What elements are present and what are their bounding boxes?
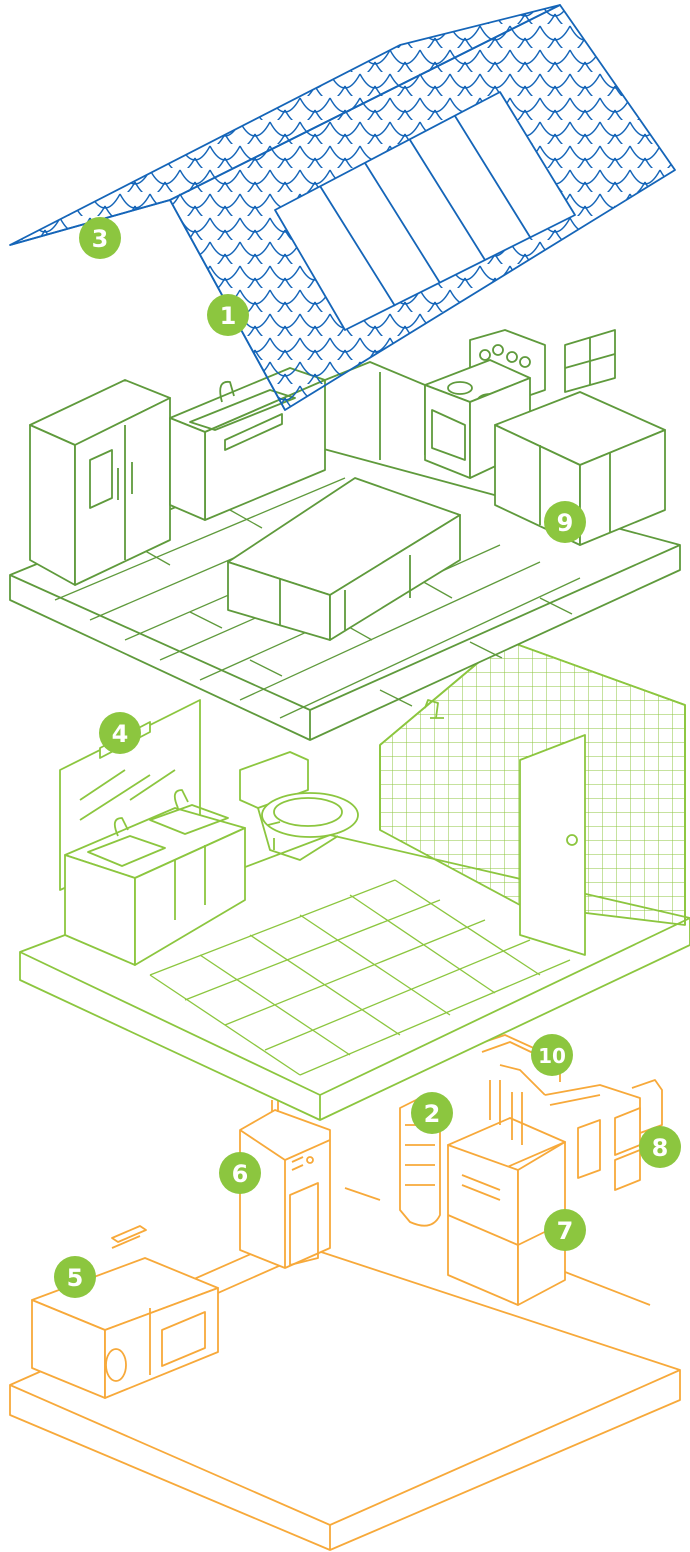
shower-door-knob xyxy=(566,834,578,846)
badge-4-circle xyxy=(99,712,141,754)
furnace xyxy=(447,1117,566,1306)
badge-pipes[interactable]: 10 xyxy=(531,1034,573,1076)
shower-wall-outline xyxy=(379,639,686,925)
badge-8-label: 8 xyxy=(652,1134,669,1162)
washer-door-icon xyxy=(105,1348,127,1382)
badge-electrical-panel[interactable]: 8 xyxy=(639,1126,681,1168)
kitchen-window xyxy=(564,329,616,393)
badge-washer-dryer[interactable]: 5 xyxy=(54,1256,96,1298)
badge-3-circle xyxy=(79,217,121,259)
badge-furnace[interactable]: 7 xyxy=(544,1209,586,1251)
vanity-cabinet xyxy=(64,789,246,966)
badge-duct[interactable]: 2 xyxy=(411,1092,453,1134)
kitchen-island xyxy=(227,477,461,641)
badge-5-label: 5 xyxy=(67,1264,84,1292)
bathroom-level xyxy=(19,639,690,1121)
badge-2-circle xyxy=(411,1092,453,1134)
badge-5-circle xyxy=(54,1256,96,1298)
water-heater xyxy=(239,1100,331,1269)
badge-roof[interactable]: 1 xyxy=(207,294,249,336)
bathroom-floor-tiles xyxy=(149,879,571,1076)
shower-head-icon xyxy=(424,699,444,719)
badge-6-label: 6 xyxy=(232,1160,249,1188)
badge-9-label: 9 xyxy=(557,509,574,537)
badge-9-circle xyxy=(544,501,586,543)
refrigerator xyxy=(29,379,171,586)
badge-7-label: 7 xyxy=(557,1217,574,1245)
badge-1-label: 1 xyxy=(220,302,237,330)
basement-level xyxy=(9,1034,681,1551)
badge-10-circle xyxy=(531,1034,573,1076)
solar-panel xyxy=(274,91,576,331)
badge-vanity-light[interactable]: 4 xyxy=(99,712,141,754)
badge-roof-eave[interactable]: 3 xyxy=(79,217,121,259)
badge-8-circle xyxy=(639,1126,681,1168)
badge-6-circle xyxy=(219,1152,261,1194)
roof-level xyxy=(9,4,676,411)
badge-4-label: 4 xyxy=(112,720,129,748)
badge-7-circle xyxy=(544,1209,586,1251)
badge-3-label: 3 xyxy=(92,225,109,253)
badge-kitchen-cabinets[interactable]: 9 xyxy=(544,501,586,543)
washer-dryer xyxy=(31,1225,219,1399)
toilet xyxy=(239,751,359,861)
roof-ridge xyxy=(9,4,561,411)
shower-door xyxy=(519,734,586,956)
electrical-panel xyxy=(577,1079,663,1191)
badge-2-label: 2 xyxy=(424,1100,441,1128)
badge-water-heater[interactable]: 6 xyxy=(219,1152,261,1194)
badge-10-label: 10 xyxy=(538,1044,566,1068)
badge-1-circle xyxy=(207,294,249,336)
mirror-glare xyxy=(79,769,176,821)
